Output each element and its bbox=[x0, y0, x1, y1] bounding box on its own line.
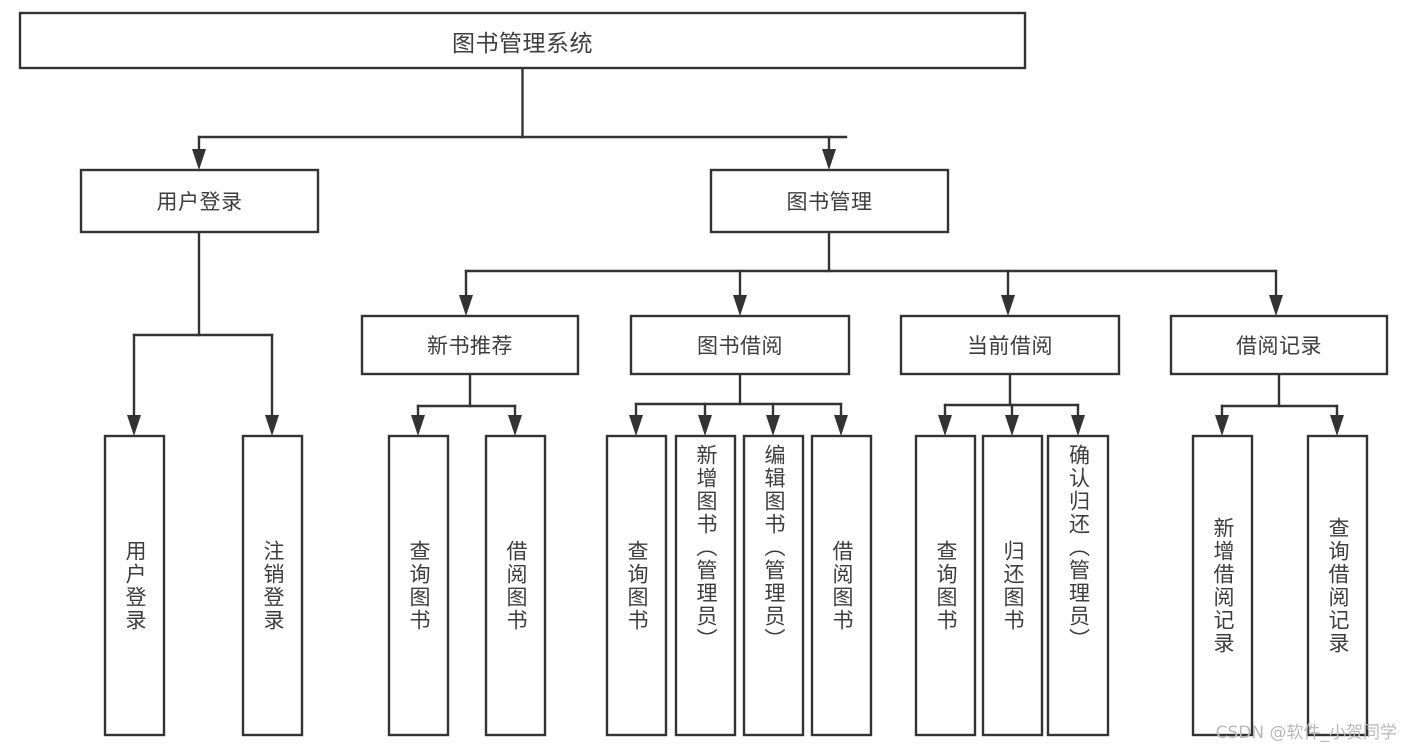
connector-user-login-to-leaves bbox=[127, 230, 279, 436]
node-box-leaf-query-book-3[interactable] bbox=[914, 434, 977, 737]
node-box-leaf-borrow-book-2[interactable] bbox=[810, 434, 873, 737]
connector-borrow-record-to-leaves bbox=[1215, 372, 1344, 436]
node-box-leaf-edit-book[interactable] bbox=[742, 434, 805, 737]
arrow-head-leaf-edit-book bbox=[766, 415, 780, 436]
arrow-head-leaf-query-record bbox=[1330, 415, 1344, 436]
node-box-leaf-return-book[interactable] bbox=[981, 434, 1044, 737]
node-box-leaf-query-record[interactable] bbox=[1306, 434, 1369, 737]
node-box-leaf-user-login[interactable] bbox=[103, 434, 166, 737]
connector-current-borrow-to-leaves bbox=[938, 372, 1085, 436]
arrow-head-book-manage bbox=[822, 149, 836, 170]
node-box-book-manage[interactable] bbox=[709, 168, 950, 234]
arrow-head-leaf-user-login bbox=[127, 415, 141, 436]
node-box-current-borrow[interactable] bbox=[899, 314, 1121, 376]
connector-book-borrow-to-leaves bbox=[629, 372, 848, 436]
node-box-root[interactable] bbox=[18, 11, 1027, 70]
connector-book-manage-to-level3 bbox=[459, 230, 1283, 316]
arrow-head-leaf-query-book-1 bbox=[411, 415, 425, 436]
arrow-head-leaf-query-book-3 bbox=[938, 415, 952, 436]
arrow-head-book-borrow bbox=[733, 295, 747, 316]
arrow-head-current-borrow bbox=[1001, 295, 1015, 316]
node-box-leaf-query-book-2[interactable] bbox=[605, 434, 668, 737]
arrow-head-leaf-add-book bbox=[698, 415, 712, 436]
node-box-leaf-add-book[interactable] bbox=[674, 434, 737, 737]
arrow-head-leaf-borrow-book-1 bbox=[508, 415, 522, 436]
node-box-borrow-record[interactable] bbox=[1169, 314, 1389, 376]
node-box-leaf-logout[interactable] bbox=[241, 434, 304, 737]
connector-root-to-level2 bbox=[192, 66, 848, 170]
node-box-leaf-add-record[interactable] bbox=[1191, 434, 1254, 737]
arrow-head-leaf-add-record bbox=[1215, 415, 1229, 436]
arrow-head-borrow-record bbox=[1269, 295, 1283, 316]
arrow-head-leaf-return-book bbox=[1005, 415, 1019, 436]
node-box-user-login[interactable] bbox=[79, 168, 320, 234]
node-box-leaf-query-book-1[interactable] bbox=[387, 434, 450, 737]
node-box-book-borrow[interactable] bbox=[629, 314, 851, 376]
arrow-head-leaf-query-book-2 bbox=[629, 415, 643, 436]
arrow-head-new-book-rec bbox=[459, 295, 473, 316]
node-box-leaf-confirm-return[interactable] bbox=[1046, 434, 1110, 737]
arrow-head-leaf-confirm-return bbox=[1071, 415, 1085, 436]
arrow-head-leaf-logout bbox=[265, 415, 279, 436]
arrow-head-leaf-borrow-book-2 bbox=[834, 415, 848, 436]
connector-new-book-rec-to-leaves bbox=[411, 372, 522, 436]
arrow-head-user-login bbox=[192, 149, 206, 170]
node-box-new-book-rec[interactable] bbox=[360, 314, 580, 376]
node-box-leaf-borrow-book-1[interactable] bbox=[484, 434, 547, 737]
